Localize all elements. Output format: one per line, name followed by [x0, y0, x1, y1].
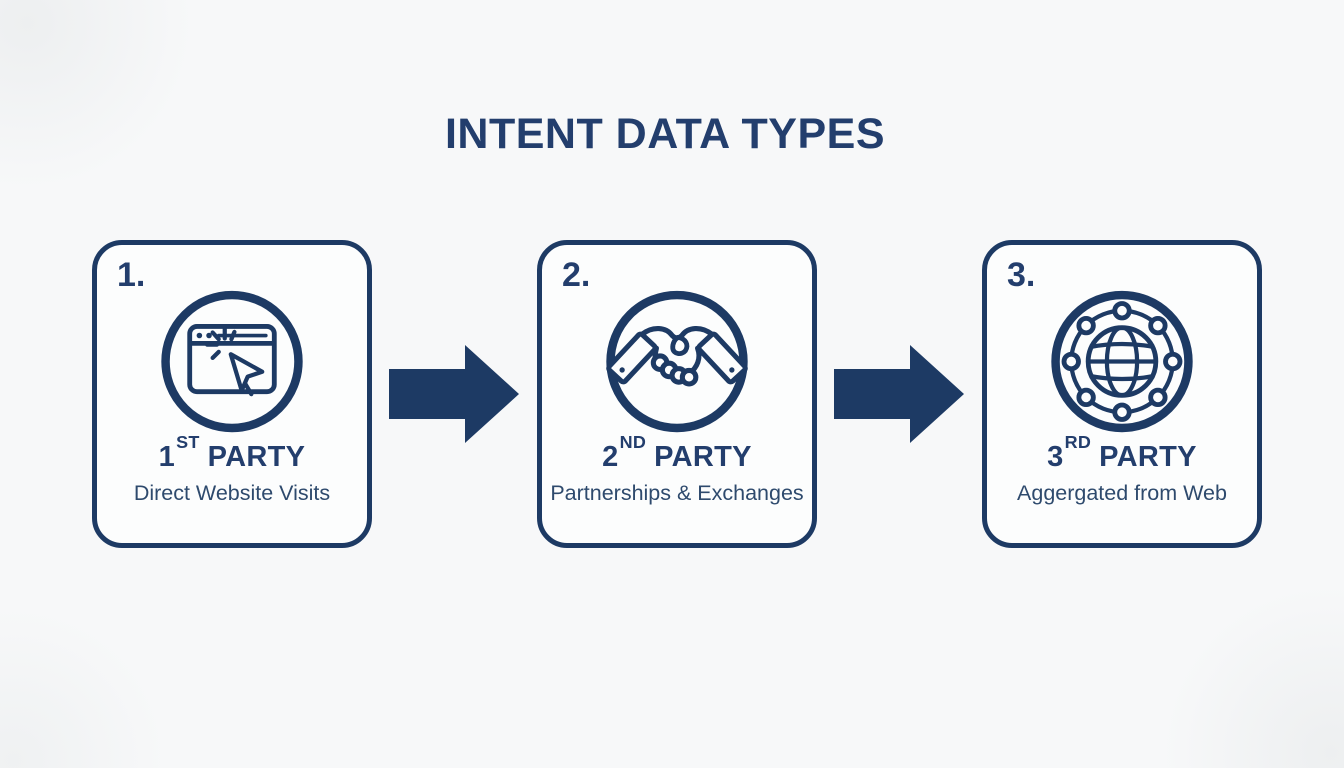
card-subtitle: Aggergated from Web [1017, 481, 1227, 505]
card-2nd-party: 2. [537, 240, 817, 548]
globe-network-icon [1051, 290, 1193, 433]
card-heading: 3RD PARTY [987, 433, 1257, 474]
ordinal: 2 [602, 441, 619, 473]
party-label: PARTY [1099, 441, 1197, 473]
card-heading: 1ST PARTY [97, 433, 367, 474]
page-title: INTENT DATA TYPES [444, 110, 886, 158]
card-number: 2. [562, 256, 591, 294]
party-label: PARTY [207, 441, 306, 473]
party-label: PARTY [654, 441, 752, 473]
card-subtitle: Direct Website Visits [133, 481, 331, 505]
flow-arrow-right-icon [389, 345, 519, 443]
card-heading: 2ND PARTY [542, 433, 812, 474]
click-burst [205, 326, 237, 360]
ordinal-suffix: ND [619, 431, 647, 452]
ordinal: 1 [158, 441, 176, 473]
flow-arrow-right-icon [834, 345, 964, 443]
browser-click-icon [161, 290, 303, 433]
card-number: 3. [1007, 256, 1036, 294]
card-subtitle: Partnerships & Exchanges [550, 481, 804, 505]
handshake-icon [606, 290, 748, 433]
cursor-arrow [228, 352, 265, 393]
card-1st-party: 1. 1ST PARTY Direct Website Visits [92, 240, 372, 548]
ordinal-suffix: ST [176, 431, 200, 452]
network-nodes [1061, 301, 1183, 422]
ordinal-suffix: RD [1064, 431, 1092, 452]
card-number: 1. [117, 256, 146, 294]
ordinal: 3 [1047, 441, 1064, 473]
